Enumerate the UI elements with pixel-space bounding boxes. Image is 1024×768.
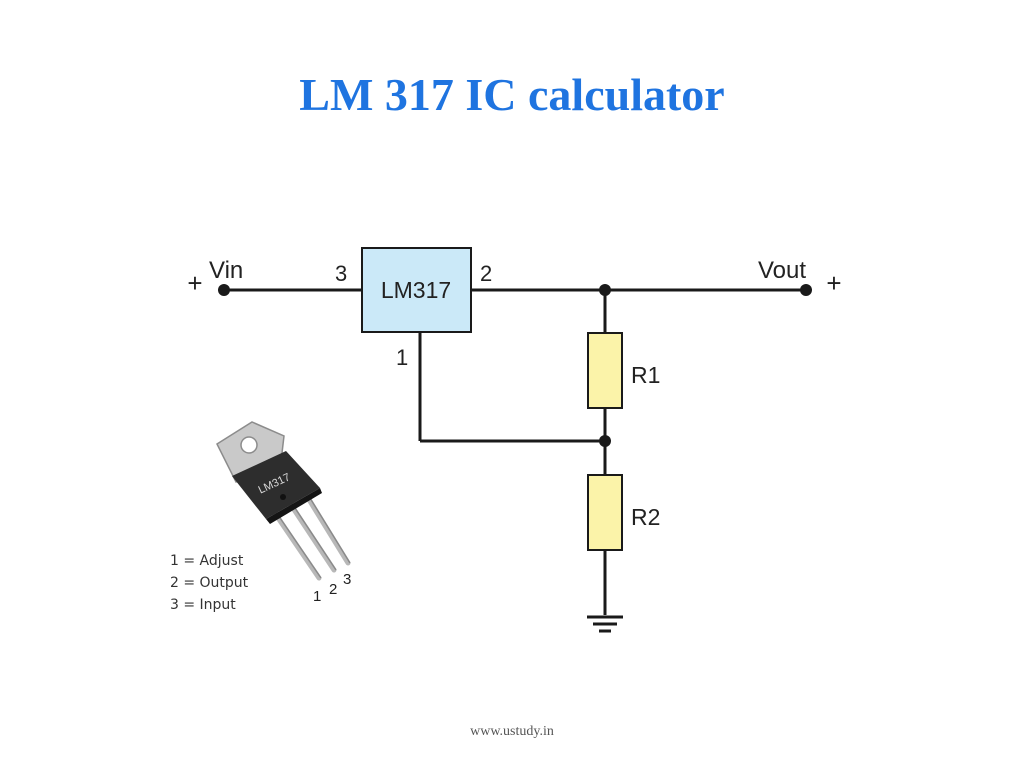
to220-package: LM317 1 2 3 xyxy=(216,421,351,605)
resistor-r2 xyxy=(587,474,623,551)
pin-output-number: 2 xyxy=(480,261,492,286)
slide-title: LM 317 IC calculator xyxy=(299,69,725,120)
ground-symbol xyxy=(587,615,623,633)
package-pin-1: 1 xyxy=(313,588,321,605)
r1-label: R1 xyxy=(631,362,660,388)
pin-legend: 1 = Adjust 2 = Output 3 = Input xyxy=(170,553,249,613)
footer-url: www.ustudy.in xyxy=(470,724,554,739)
pin-legend-input: 3 = Input xyxy=(170,597,236,613)
resistor-r1 xyxy=(587,332,623,409)
vout-terminal xyxy=(800,284,812,296)
pin-legend-adjust: 1 = Adjust xyxy=(170,553,244,569)
package-pin-3: 3 xyxy=(343,571,351,588)
package-dot xyxy=(280,494,286,500)
package-leads xyxy=(271,495,351,581)
vout-plus: + xyxy=(826,268,841,298)
wires xyxy=(224,288,806,615)
pin-input-number: 3 xyxy=(335,261,347,286)
junction-adjust xyxy=(599,435,611,447)
package-pin-2: 2 xyxy=(329,581,337,598)
r2-label: R2 xyxy=(631,504,660,530)
vin-terminal xyxy=(218,284,230,296)
vin-label: Vin xyxy=(209,257,243,284)
junction-output xyxy=(599,284,611,296)
lm317-label: LM317 xyxy=(381,277,451,303)
pin-adjust-number: 1 xyxy=(396,345,408,370)
package-mounting-hole xyxy=(240,436,258,454)
pin-legend-output: 2 = Output xyxy=(170,575,249,591)
package-body xyxy=(232,451,320,519)
lm317-block xyxy=(361,247,472,333)
vin-plus: + xyxy=(187,268,202,298)
vout-label: Vout xyxy=(758,257,806,284)
